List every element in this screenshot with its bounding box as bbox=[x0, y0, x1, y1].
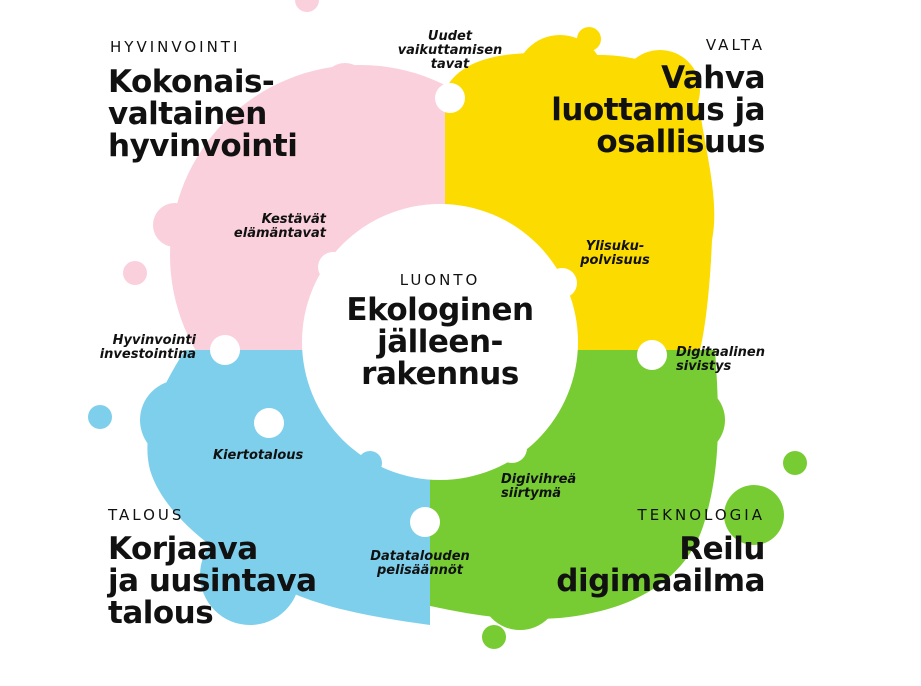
deco-dot-green-large bbox=[724, 485, 784, 545]
hyvinvointi-category: HYVINVOINTI bbox=[110, 38, 241, 56]
deco-dot-green-bottom bbox=[482, 625, 506, 649]
link-uudet-vaikuttamisen-tavat: Uudet vaikuttamisen tavat bbox=[397, 29, 503, 72]
link-datatalouden-pelisaannot: Datatalouden pelisäännöt bbox=[370, 549, 470, 578]
deco-dot-pink-top bbox=[295, 0, 319, 12]
talous-title: Korjaava ja uusintava talous bbox=[108, 531, 317, 631]
deco-dot-green-right bbox=[783, 451, 807, 475]
link-kestavat-elamantavat: Kestävät elämäntavat bbox=[233, 212, 326, 241]
link-kiertotalous: Kiertotalous bbox=[213, 448, 304, 463]
center-category: LUONTO bbox=[399, 271, 481, 289]
teknologia-title: Reilu digimaailma bbox=[556, 531, 765, 599]
center-circle bbox=[302, 204, 578, 480]
valta-category: VALTA bbox=[705, 36, 765, 54]
link-dots bbox=[210, 83, 667, 537]
talous-category: TALOUS bbox=[108, 506, 185, 524]
link-digitaalinen-sivistys: Digitaalinen sivistys bbox=[676, 345, 766, 374]
deco-dot-pink-left bbox=[123, 261, 147, 285]
deco-dot-yellow bbox=[577, 27, 601, 51]
center-title: Ekologinen jälleen- rakennus bbox=[346, 292, 534, 392]
deco-dot-blue bbox=[88, 405, 112, 429]
link-hyvinvointi-investointina: Hyvinvointi investointina bbox=[99, 333, 196, 362]
teknologia-category: TEKNOLOGIA bbox=[637, 506, 765, 524]
link-ylisukupolvisuus: Ylisuku- polvisuus bbox=[580, 239, 650, 268]
valta-title: Vahva luottamus ja osallisuus bbox=[551, 60, 765, 160]
link-digivihrea-siirtyma: Digivihreä siirtymä bbox=[501, 472, 577, 501]
deco-dot-blue-inner bbox=[358, 451, 382, 475]
hyvinvointi-title: Kokonais- valtainen hyvinvointi bbox=[108, 64, 298, 164]
